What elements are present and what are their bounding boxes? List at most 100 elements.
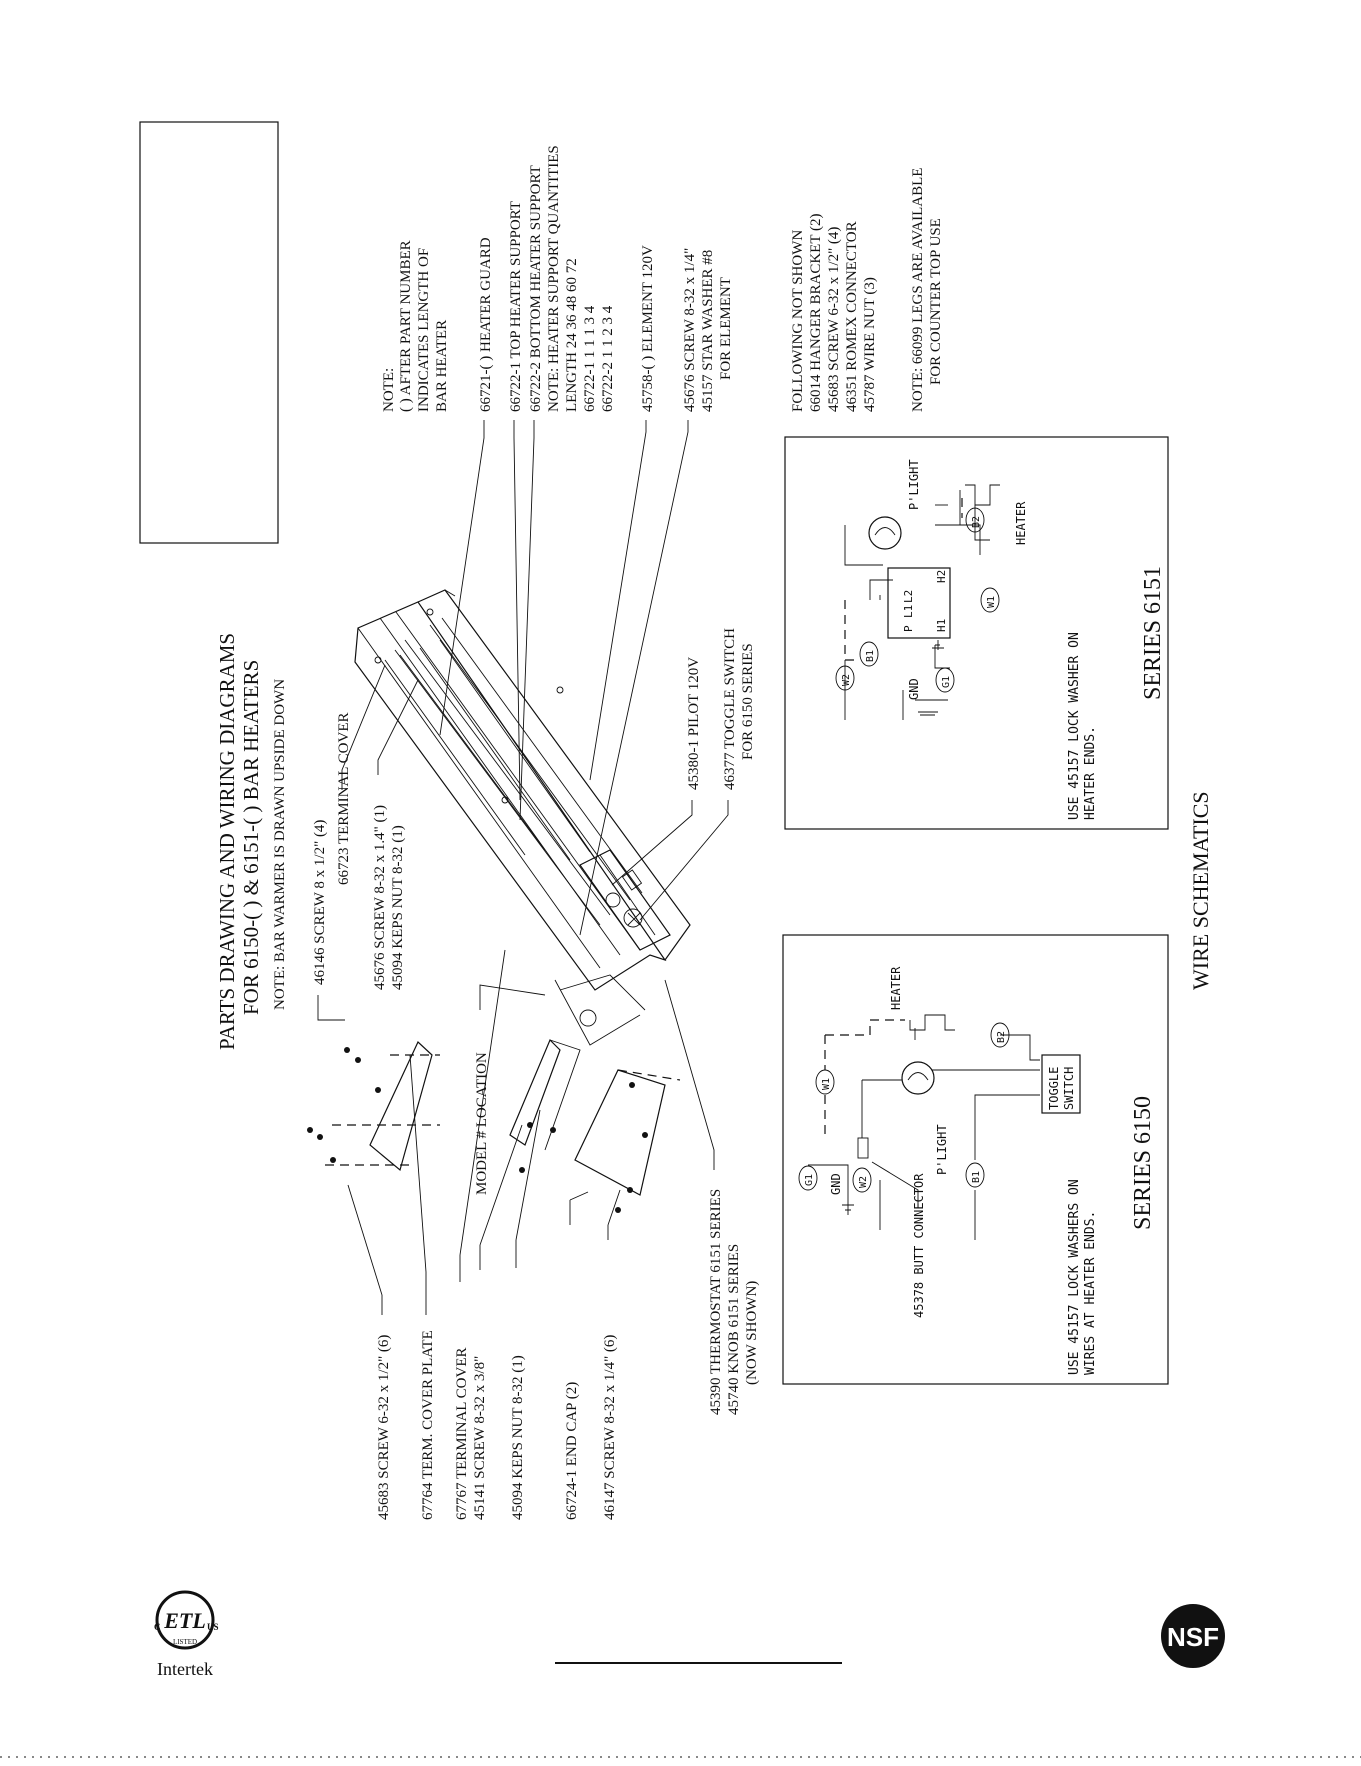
tag-b2-6151: B2 xyxy=(965,507,985,533)
svg-text:W2: W2 xyxy=(841,674,852,686)
butt-connector-icon xyxy=(857,1137,869,1159)
title-block: PARTS DRAWING AND WIRING DIAGRAMS FOR 61… xyxy=(215,633,288,1050)
note-45676: 45676 SCREW 8-32 x 1/4" xyxy=(682,248,698,412)
right-notes: NOTE: ( ) AFTER PART NUMBER INDICATES LE… xyxy=(381,145,734,936)
pilot-light-icon-6150 xyxy=(901,1061,935,1095)
callout-66724: 66724-1 END CAP (2) xyxy=(564,1382,580,1520)
thermostat-block xyxy=(887,567,951,639)
tag-w2-6151: W2 xyxy=(835,665,855,691)
title-note: NOTE: BAR WARMER IS DRAWN UPSIDE DOWN xyxy=(272,679,288,1010)
note-66722-2-row: 66722-2 1 1 2 3 4 xyxy=(600,305,616,412)
svg-text:B1: B1 xyxy=(971,1171,982,1183)
toggle-label2: SWITCH xyxy=(1062,1067,1076,1110)
note-length-row: LENGTH 24 36 48 60 72 xyxy=(564,258,580,412)
not-shown-45683: 45683 SCREW 6-32 x 1/2" (4) xyxy=(826,227,842,412)
note-66722-1-row: 66722-1 1 1 1 3 4 xyxy=(582,305,598,412)
gnd-label-6150: GND xyxy=(829,1173,843,1195)
model-location: MODEL # LOCATION xyxy=(474,984,546,1195)
callout-now-shown: (NOW SHOWN) xyxy=(744,1281,760,1385)
etl-listed: LISTED xyxy=(173,1638,197,1646)
callout-45390: 45390 THERMOSTAT 6151 SERIES xyxy=(708,1189,724,1415)
toggle-switch-box xyxy=(1041,1054,1081,1114)
callout-67764: 67764 TERM. COVER PLATE xyxy=(420,1330,436,1520)
callout-46146: 46146 SCREW 8 x 1/2" (4) xyxy=(312,820,328,985)
svg-text:W1: W1 xyxy=(821,1078,832,1090)
schematic-6150: SERIES 6150 USE 45157 LOCK WASHERS ON WI… xyxy=(782,934,1169,1385)
terminal-p: P xyxy=(902,625,915,632)
callout-46377: 46377 TOGGLE SWITCH xyxy=(722,628,738,790)
note-for-element: FOR ELEMENT xyxy=(718,277,734,380)
not-shown-header: FOLLOWING NOT SHOWN xyxy=(790,230,806,412)
svg-text:G1: G1 xyxy=(941,676,952,688)
svg-text:B1: B1 xyxy=(865,650,876,662)
nsf-logo: NSF xyxy=(1161,1604,1225,1668)
not-shown-list: FOLLOWING NOT SHOWN 66014 HANGER BRACKET… xyxy=(790,168,944,412)
bar-heater-drawing xyxy=(354,589,691,1046)
title-line1: PARTS DRAWING AND WIRING DIAGRAMS xyxy=(215,633,239,1050)
plight-label-6151: P'LIGHT xyxy=(907,459,921,510)
note-45157: 45157 STAR WASHER #8 xyxy=(700,250,716,412)
note-line3: BAR HEATER xyxy=(434,320,450,412)
pilot-toggle-callouts: 45380-1 PILOT 120V 46377 TOGGLE SWITCH F… xyxy=(611,628,756,921)
gnd-label-6151: GND xyxy=(907,678,921,700)
schematic-6150-frame xyxy=(782,934,1169,1385)
callout-66723: 66723 TERMINAL COVER xyxy=(336,713,352,886)
title-line2: FOR 6150-( ) & 6151-( ) BAR HEATERS xyxy=(239,660,263,1015)
model-location-label: MODEL # LOCATION xyxy=(474,1052,490,1195)
title-block-box xyxy=(139,121,279,544)
schematic-6151-frame xyxy=(784,436,1169,830)
callout-45094: 45094 KEPS NUT 8-32 (1) xyxy=(510,1355,526,1520)
note-bottom-support: 66722-2 BOTTOM HEATER SUPPORT xyxy=(528,165,544,412)
heater-label-6151: HEATER xyxy=(1014,501,1028,545)
tag-w1-6151: W1 xyxy=(980,587,1000,613)
svg-text:B2: B2 xyxy=(971,516,982,528)
etl-logo: ETL LISTED C US Intertek xyxy=(154,1590,219,1679)
series-6151-label: SERIES 6151 xyxy=(1140,566,1166,700)
terminal-cover xyxy=(509,1038,581,1173)
legs-note-line2: FOR COUNTER TOP USE xyxy=(928,218,944,385)
left-callouts: 45683 SCREW 6-32 x 1/2" (6) 67764 TERM. … xyxy=(376,1330,618,1520)
etl-us: US xyxy=(207,1622,219,1632)
series-6150-note1: USE 45157 LOCK WASHERS ON xyxy=(1067,1179,1082,1375)
callout-45141: 45141 SCREW 8-32 x 3/8" xyxy=(472,1356,488,1520)
svg-text:W1: W1 xyxy=(986,596,997,608)
heater-label-6150: HEATER xyxy=(889,966,903,1010)
svg-text:W2: W2 xyxy=(858,1176,869,1188)
not-shown-66014: 66014 HANGER BRACKET (2) xyxy=(808,214,824,412)
tag-g1-6150: G1 xyxy=(798,1165,818,1191)
etl-letters: ETL xyxy=(163,1608,206,1633)
top-callouts: 46146 SCREW 8 x 1/2" (4) 66723 TERMINAL … xyxy=(312,664,419,1021)
left-callout-leaders xyxy=(347,949,621,1315)
tag-b1-6150: B1 xyxy=(965,1162,985,1188)
end-cap xyxy=(574,1069,681,1213)
nsf-text: NSF xyxy=(1167,1622,1219,1652)
terminal-l2: L2 xyxy=(902,590,915,603)
series-6150-note2: WIRES AT HEATER ENDS. xyxy=(1083,1211,1098,1375)
series-6151-note1: USE 45157 LOCK WASHER ON xyxy=(1067,632,1082,820)
note-line1: ( ) AFTER PART NUMBER xyxy=(398,240,414,412)
note-heater-guard: 66721-( ) HEATER GUARD xyxy=(478,237,494,412)
callout-46147: 46147 SCREW 8-32 x 1/4" (6) xyxy=(602,1335,618,1520)
wire-schematics-label: WIRE SCHEMATICS xyxy=(1188,791,1213,990)
svg-text:G1: G1 xyxy=(804,1174,815,1186)
tag-g1-6151: G1 xyxy=(935,667,955,693)
pilot-light-icon xyxy=(868,516,902,550)
tag-b2-6150: B2 xyxy=(990,1022,1010,1048)
callout-45094-top: 45094 KEPS NUT 8-32 (1) xyxy=(390,825,406,990)
series-6150-label: SERIES 6150 xyxy=(1130,1096,1156,1230)
series-6151-note2: HEATER ENDS. xyxy=(1083,726,1098,820)
terminal-l1: L1 xyxy=(902,605,915,618)
callout-45380: 45380-1 PILOT 120V xyxy=(686,657,702,790)
not-shown-46351: 46351 ROMEX CONNECTOR xyxy=(844,221,860,412)
callout-45676: 45676 SCREW 8-32 x 1.4" (1) xyxy=(372,805,388,990)
toggle-label1: TOGGLE xyxy=(1047,1067,1061,1110)
note-line2: INDICATES LENGTH OF xyxy=(416,248,432,412)
butt-connector-label: 45378 BUTT CONNECTOR xyxy=(912,1173,926,1318)
callout-45683: 45683 SCREW 6-32 x 1/2" (6) xyxy=(376,1335,392,1520)
tag-w1-6150: W1 xyxy=(815,1069,835,1095)
thermostat-callout: 45390 THERMOSTAT 6151 SERIES 45740 KNOB … xyxy=(664,979,760,1415)
intertek-text: Intertek xyxy=(157,1659,213,1679)
terminal-h2: H2 xyxy=(935,570,948,583)
